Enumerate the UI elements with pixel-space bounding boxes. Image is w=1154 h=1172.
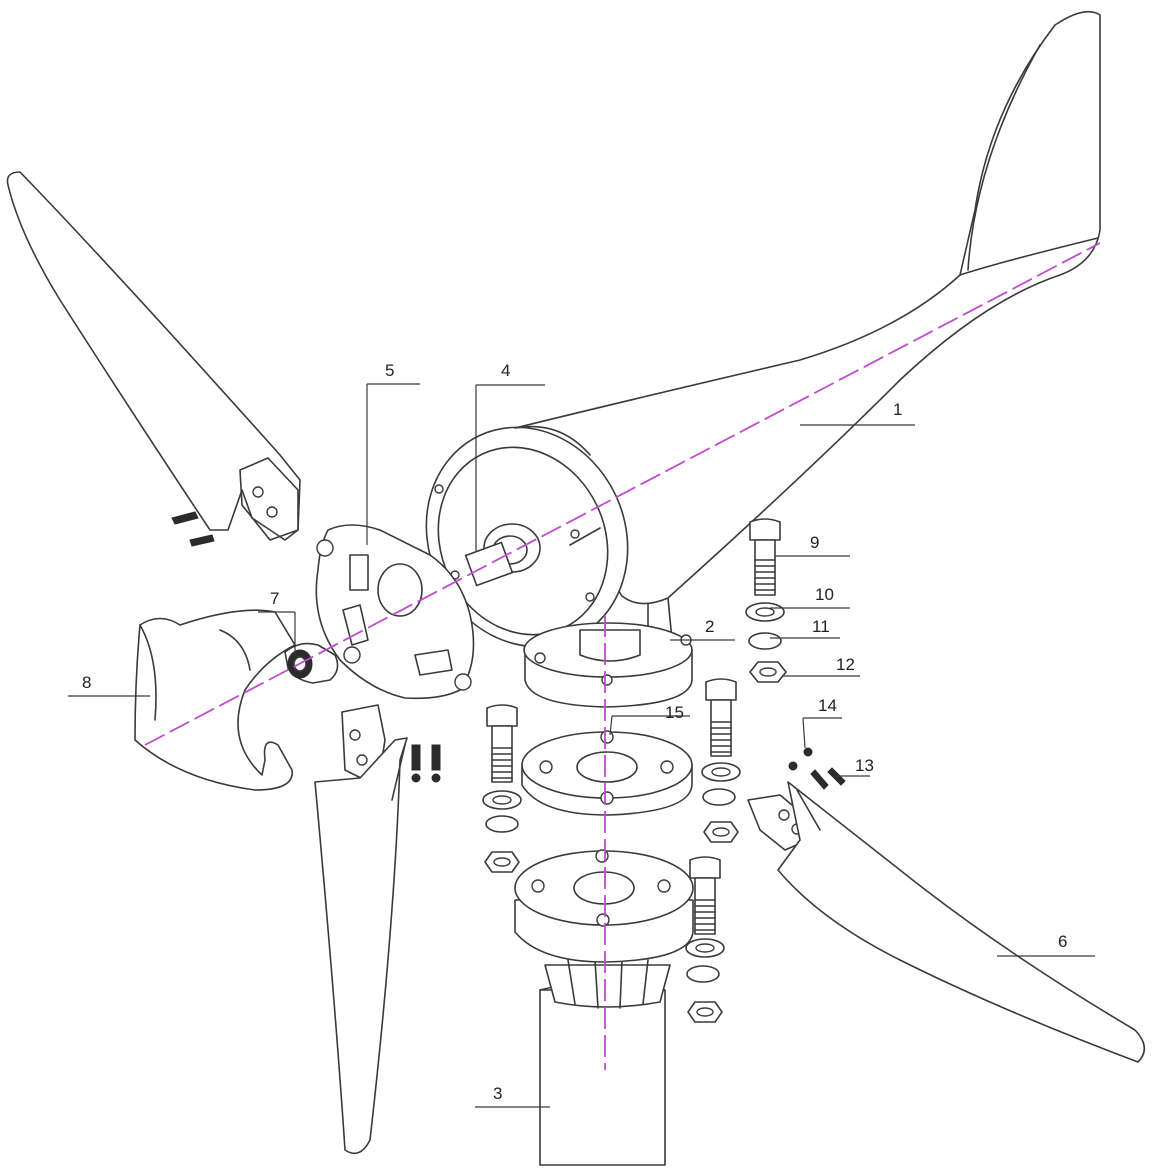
label-part-15: 15: [665, 703, 684, 722]
label-part-2: 2: [705, 617, 714, 636]
hub-plate: [315, 524, 475, 700]
nose-cone: [134, 609, 296, 791]
label-part-8: 8: [82, 673, 91, 692]
center-axis-lines: [144, 242, 1101, 1070]
main-rotor-axis: [144, 242, 1101, 746]
label-part-14: 14: [818, 696, 837, 715]
label-part-12: 12: [836, 655, 855, 674]
bolt-set-right-middle: [701, 678, 741, 843]
yaw-flange: [523, 622, 693, 708]
label-part-5: 5: [385, 361, 394, 380]
label-part-10: 10: [815, 585, 834, 604]
tower-pole: [514, 849, 694, 1166]
label-part-6: 6: [1058, 932, 1067, 951]
label-part-13: 13: [855, 756, 874, 775]
label-part-11: 11: [812, 617, 830, 636]
bolt-set-left: [482, 704, 522, 873]
adapter-flange: [521, 730, 693, 816]
leader-lines: [68, 383, 1095, 1108]
label-part-3: 3: [493, 1084, 502, 1103]
blade-right: [747, 747, 1146, 1063]
label-part-1: 1: [893, 400, 902, 419]
label-part-9: 9: [810, 533, 819, 552]
bolt-set-right-bottom: [685, 856, 725, 1023]
part-number-labels: 1 2 3 4 5 6 7 8 9 10 11 12 13 14 15: [82, 361, 1067, 1103]
label-part-4: 4: [501, 361, 510, 380]
blade-bottom: [314, 704, 441, 1155]
label-part-7: 7: [270, 589, 279, 608]
blade-top-left: [6, 171, 301, 547]
hub-nut: [284, 642, 339, 684]
bolt-set-right-top: [745, 518, 787, 683]
nacelle-body: [425, 10, 1101, 651]
